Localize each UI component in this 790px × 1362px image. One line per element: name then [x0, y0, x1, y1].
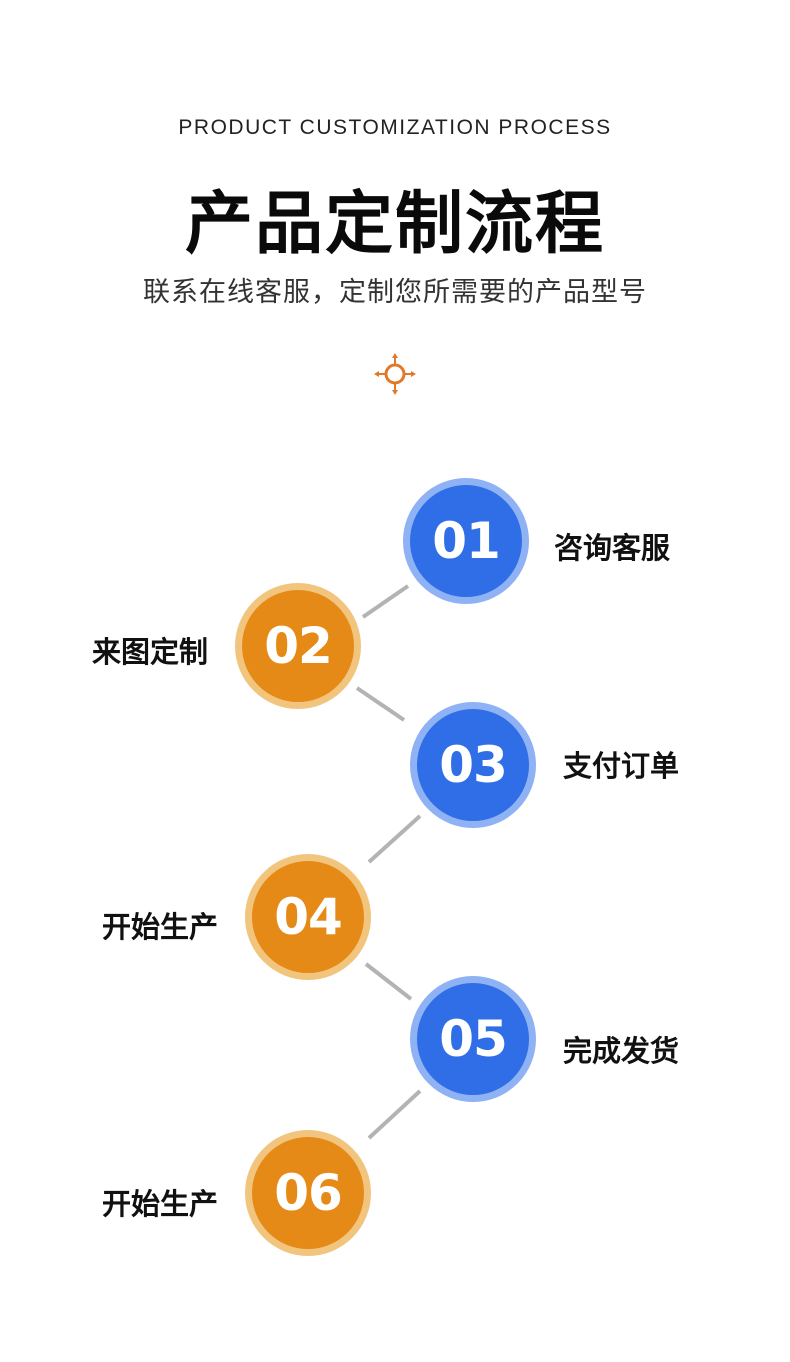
step-label-02: 来图定制: [92, 635, 209, 669]
step-label-04: 开始生产: [102, 910, 219, 944]
page-title: 产品定制流程: [184, 185, 605, 264]
step-circle-03: 03: [410, 702, 536, 828]
step-label-01: 咨询客服: [554, 531, 671, 565]
step-circle-01: 01: [403, 478, 529, 604]
step-circle-05: 05: [410, 976, 536, 1102]
step-number: 04: [274, 888, 343, 946]
connector-02-03: [355, 686, 406, 722]
step-circle-06: 06: [245, 1130, 371, 1256]
english-title: PRODUCT CUSTOMIZATION PROCESS: [178, 116, 612, 139]
step-number: 06: [274, 1164, 343, 1222]
connector-05-06: [367, 1089, 422, 1140]
step-circle-04: 04: [245, 854, 371, 980]
connector-01-02: [361, 584, 410, 619]
step-number: 03: [439, 736, 508, 794]
step-number: 02: [264, 617, 333, 675]
step-label-06: 开始生产: [102, 1187, 219, 1221]
page-subtitle: 联系在线客服，定制您所需要的产品型号: [143, 277, 647, 308]
step-number: 01: [432, 512, 501, 570]
step-number: 05: [439, 1010, 508, 1068]
step-circle-02: 02: [235, 583, 361, 709]
step-label-03: 支付订单: [563, 749, 680, 783]
connector-03-04: [367, 814, 422, 864]
crosshair-arrows-icon: [374, 353, 416, 395]
step-label-05: 完成发货: [563, 1034, 680, 1068]
connector-04-05: [364, 962, 413, 1001]
